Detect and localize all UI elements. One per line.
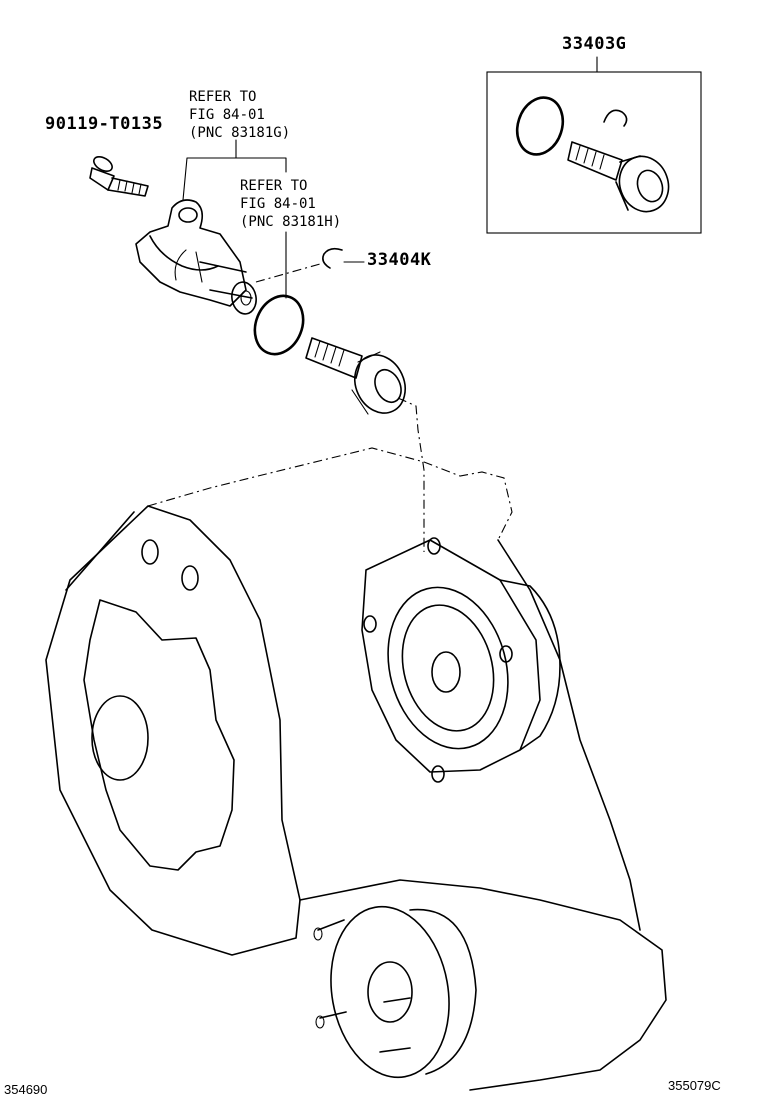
gear-shaft-kit-icon bbox=[567, 141, 670, 213]
refer-note-83181h: REFER TO FIG 84-01 (PNC 83181H) bbox=[240, 178, 342, 230]
part-number-33403g: 33403G bbox=[562, 34, 627, 54]
footer-code-left: 354690 bbox=[4, 1082, 48, 1097]
part-number-33404k: 33404K bbox=[367, 250, 432, 270]
clip-icon bbox=[322, 247, 343, 269]
bolt-icon bbox=[89, 155, 149, 197]
refer-note-83181g: REFER TO FIG 84-01 (PNC 83181G) bbox=[189, 89, 291, 141]
speedometer-sleeve-icon bbox=[135, 199, 257, 315]
o-ring-kit-icon bbox=[515, 96, 565, 156]
transfer-case-icon bbox=[45, 447, 667, 1091]
driven-gear-icon bbox=[305, 337, 406, 415]
part-number-90119-t0135: 90119-T0135 bbox=[45, 114, 164, 134]
kit-box-33403g bbox=[486, 56, 702, 234]
footer-code-right: 355079C bbox=[668, 1078, 721, 1093]
output-flange-icon bbox=[313, 905, 477, 1079]
o-ring-icon bbox=[253, 294, 305, 356]
clip-kit-icon bbox=[603, 109, 628, 127]
